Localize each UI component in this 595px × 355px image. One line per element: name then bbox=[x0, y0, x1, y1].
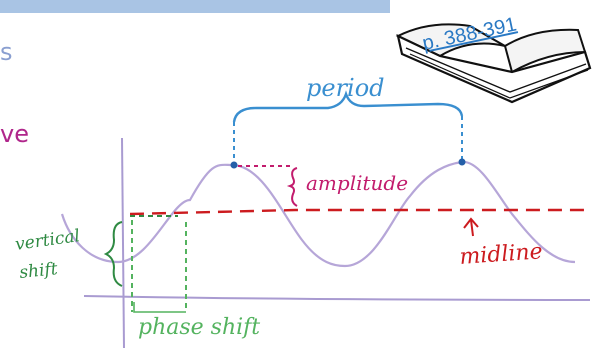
phase-shift-label: phase shift bbox=[138, 315, 260, 340]
x-axis bbox=[83, 295, 591, 301]
amplitude-label: amplitude bbox=[306, 171, 408, 195]
midline-label: midline bbox=[459, 239, 544, 270]
period-label: period bbox=[306, 74, 385, 102]
sine-curve bbox=[60, 160, 576, 268]
vertical-shift-label-line1: vertical bbox=[14, 226, 81, 255]
peak-point-1 bbox=[230, 161, 238, 169]
cropped-text-fragment-top: s bbox=[0, 38, 13, 66]
top-banner bbox=[0, 0, 390, 13]
up-arrow-icon bbox=[463, 217, 479, 237]
phase-shift-bracket bbox=[133, 302, 186, 313]
page-reference-link[interactable]: p. 388-391 bbox=[420, 13, 518, 54]
y-axis bbox=[121, 137, 125, 349]
period-brace bbox=[232, 90, 464, 123]
midline bbox=[129, 208, 585, 216]
vertical-shift-label-line2: shift bbox=[18, 259, 58, 283]
peak-point-2 bbox=[458, 158, 466, 166]
open-book-icon bbox=[395, 23, 592, 104]
vertical-shift-brace bbox=[103, 221, 123, 287]
amplitude-brace bbox=[286, 167, 298, 207]
cropped-text-fragment-middle: ve bbox=[0, 120, 29, 148]
